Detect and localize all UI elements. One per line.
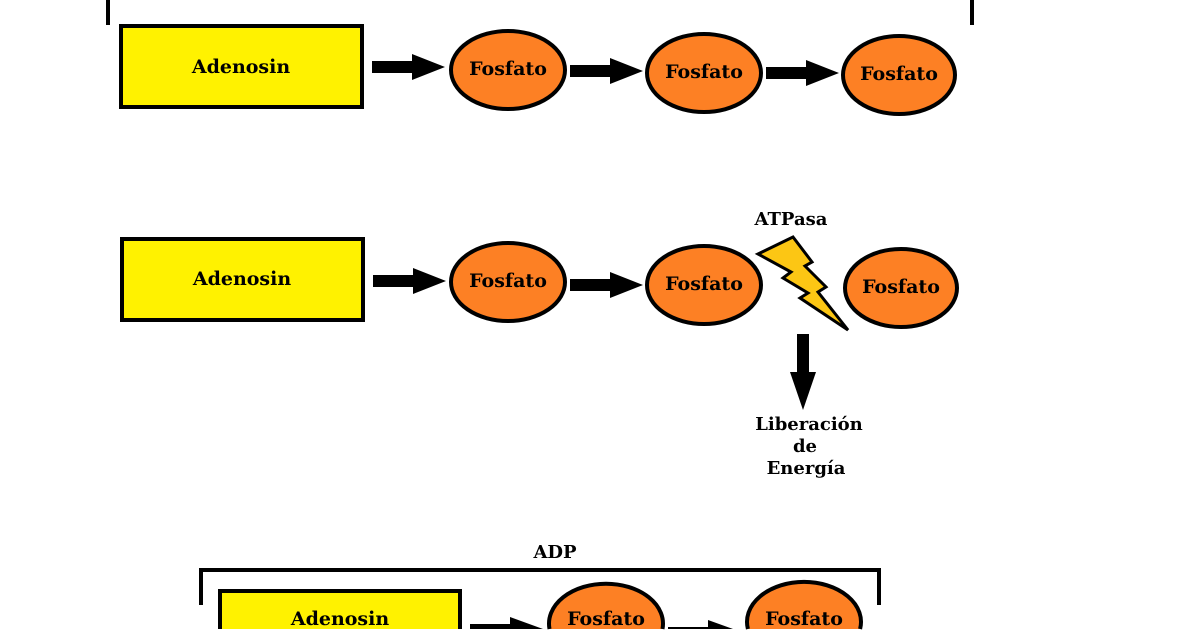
release-label-line2: de [793,436,817,457]
adenosine-label: Adenosin [191,56,291,78]
row-adp: ADP Adenosin Fosfato Fosfato [199,542,881,630]
adp-bracket [199,568,881,605]
enzyme-label: ATPasa [754,209,828,230]
adenosine-label: Adenosin [290,608,390,630]
release-label-line3: Energía [767,458,846,479]
arrow-right [570,272,643,298]
lightning-icon [754,235,850,332]
phosphate-label: Fosfato [469,58,547,80]
arrow-right [766,60,839,86]
phosphate-label: Fosfato [860,63,938,85]
phosphate-label: Fosfato [765,608,843,630]
phosphate-node [745,579,863,630]
arrow-right [373,268,446,294]
arrow-right [470,617,543,629]
phosphate-node [547,581,665,630]
phosphate-label: Fosfato [469,270,547,292]
phosphate-label: Fosfato [567,608,645,630]
atp-bracket [106,0,974,25]
adenosine-box [120,237,365,322]
phosphate-node [645,32,763,114]
phosphate-label: Fosfato [665,61,743,83]
adp-title: ADP [532,542,577,563]
row-atp: Adenosin Fosfato Fosfato Fosfato [106,0,974,116]
phosphate-node [841,34,957,116]
adenosine-box [119,24,364,109]
arrow-right [372,54,445,80]
phosphate-label: Fosfato [862,276,940,298]
arrow-down [790,334,816,410]
arrow-right [668,620,733,629]
phosphate-node [843,247,959,329]
phosphate-node [645,244,763,326]
phosphate-label: Fosfato [665,273,743,295]
phosphate-node [449,241,567,323]
arrow-right [570,58,643,84]
row-hydrolysis: Adenosin Fosfato Fosfato ATPasa Fosfato … [120,209,959,479]
release-label-line1: Liberación [755,414,863,435]
adenosine-label: Adenosin [192,268,292,290]
phosphate-node [449,29,567,111]
adenosine-box [218,589,462,629]
